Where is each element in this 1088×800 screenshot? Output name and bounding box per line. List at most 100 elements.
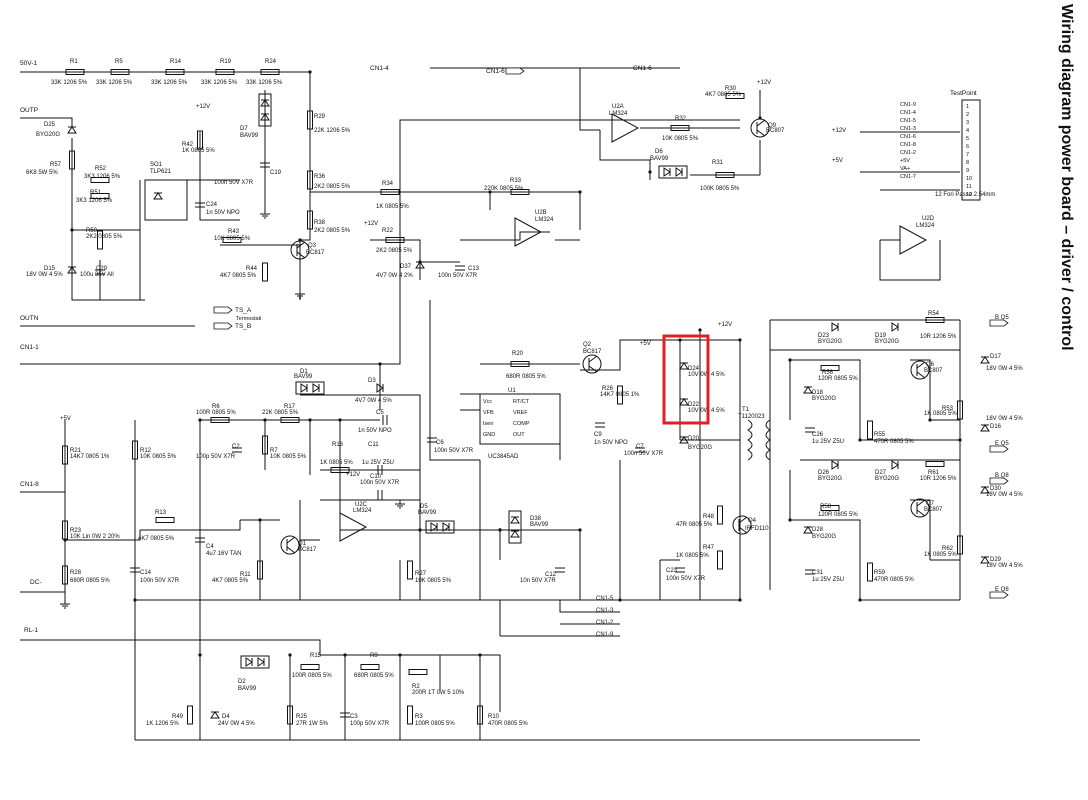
component-ref: D30: [990, 486, 1002, 492]
component-ref: D3: [368, 378, 376, 384]
wire: [579, 68, 600, 131]
resistor-symbol: [210, 417, 230, 423]
resistor-symbol: [670, 125, 690, 131]
resistor-symbol: [287, 705, 293, 725]
component-value: BC817: [306, 250, 325, 256]
wire: [300, 72, 311, 241]
wire: [460, 231, 550, 241]
component-ref: R28: [70, 570, 82, 576]
component-ref: R43: [228, 229, 240, 235]
component-value: 120R 0805 5%: [818, 376, 858, 382]
component-value: 33K 1206 5%: [201, 80, 238, 86]
junction: [288, 653, 292, 657]
component-value: 2K2 0805 5%: [314, 228, 351, 234]
port-label: CN1-8: [20, 481, 39, 488]
testpoint-pin: 9: [966, 168, 969, 174]
component-ref: R61: [928, 470, 940, 476]
net-label: Termostati: [236, 316, 261, 322]
component-ref: D24: [688, 366, 700, 372]
component-value: BC807: [766, 128, 785, 134]
diode-symbol: [510, 516, 520, 524]
resistor-symbol: [957, 535, 963, 555]
component-ref: R21: [70, 448, 82, 454]
component-ref: R52: [95, 166, 107, 172]
junction: [263, 418, 267, 422]
component-value: 24V 0W 4 5%: [218, 721, 255, 727]
dual-diode-symbol: [658, 165, 688, 179]
resistor-symbol: [407, 560, 413, 580]
capacitor-symbol: [455, 265, 465, 271]
diode-symbol: [312, 383, 320, 393]
component-ref: U2A: [612, 104, 624, 110]
resistor-symbol: [262, 435, 268, 455]
transistor-lead: [286, 536, 296, 554]
diode-symbol: [210, 711, 220, 719]
u1-pin-label: VREF: [513, 410, 528, 416]
component-ref: D4: [222, 714, 230, 720]
diode-symbol: [891, 460, 899, 470]
port-label: B Q5: [995, 315, 1009, 321]
component-ref: Q3: [308, 243, 317, 249]
capacitor-symbol: [130, 567, 140, 573]
port-symbol: [989, 477, 1009, 485]
component-value: 200R 1T 0W 5 10%: [412, 690, 465, 696]
net-label: +12V: [346, 472, 360, 478]
component-value: BAV99: [418, 510, 437, 516]
component-value: 100R 0805 5%: [292, 673, 332, 679]
component-value: 220K 0805 5%: [484, 186, 524, 192]
component-ref: C23: [666, 568, 678, 574]
dual-diode-symbol: [258, 93, 272, 127]
component-ref: R44: [246, 266, 258, 272]
component-ref: C24: [206, 202, 218, 208]
component-ref: D16: [990, 424, 1002, 430]
junction: [788, 358, 792, 362]
resistor-symbol: [820, 365, 840, 371]
component-ref: D19: [875, 333, 887, 339]
wire: [559, 600, 620, 613]
component-value: 1u 25V Z5U: [812, 577, 844, 583]
diode-symbol: [67, 266, 77, 274]
component-ref: R24: [265, 59, 277, 65]
component-value: 4u7 16V TAN: [206, 551, 241, 557]
resistor-symbol: [307, 110, 313, 130]
resistor-symbol: [257, 560, 263, 580]
diode-symbol: [663, 167, 671, 177]
port-symbol: [505, 67, 525, 75]
component-value: BAV99: [530, 522, 549, 528]
junction: [578, 528, 582, 532]
u1-pin-label: VFB: [483, 410, 494, 416]
resistor-symbol: [69, 150, 75, 170]
component-ref: SO1: [150, 162, 163, 168]
opamp-symbol: [514, 217, 543, 247]
component-ref: R49: [172, 714, 184, 720]
resistor-symbol: [165, 69, 185, 75]
component-value: 18V 0W 4 5%: [986, 563, 1023, 569]
component-value: 10K Lin 0W 2 20%: [70, 534, 120, 540]
resistor-symbol: [957, 400, 963, 420]
wire: [580, 339, 640, 371]
capacitor-symbol: [382, 415, 388, 425]
resistor-symbol: [215, 69, 235, 75]
junction: [198, 418, 202, 422]
transistor-lead: [296, 241, 306, 259]
component-value: 6K8 5W 5%: [26, 170, 58, 176]
component-ref: C13: [468, 266, 480, 272]
component-value: 100K 0805 5%: [700, 186, 740, 192]
component-ref: R58: [820, 504, 832, 510]
testpoint-pin: 3: [966, 120, 969, 126]
transistor-symbol: [582, 354, 602, 374]
component-ref: D22: [688, 402, 700, 408]
testpoint-net: +5V: [900, 158, 910, 164]
component-ref: D23: [818, 333, 830, 339]
resistor-symbol: [97, 230, 103, 250]
component-ref: C6: [436, 440, 444, 446]
component-ref: D38: [530, 516, 542, 522]
component-ref: R54: [928, 311, 940, 317]
resistor-symbol: [867, 562, 873, 582]
capacitor-symbol: [805, 569, 815, 575]
component-ref: U2B: [535, 210, 547, 216]
component-value: 33K 1206 5%: [96, 80, 133, 86]
diode-symbol: [679, 398, 689, 406]
component-value: 470R 0805 5%: [488, 721, 528, 727]
component-ref: Q9: [768, 123, 777, 129]
